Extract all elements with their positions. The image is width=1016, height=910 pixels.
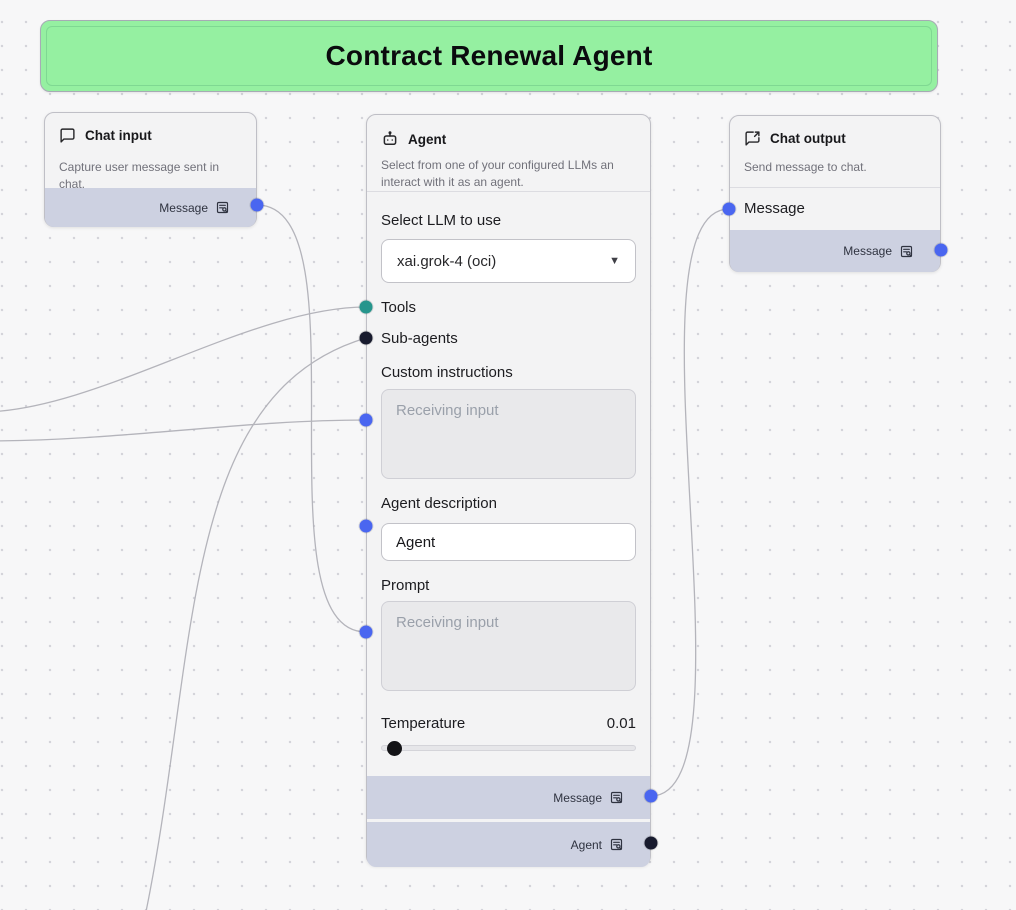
chat-share-icon (744, 130, 761, 147)
llm-select[interactable]: xai.grok-4 (oci) ▼ (381, 239, 636, 283)
edge-agent-message-to-chat-output[interactable] (650, 208, 730, 797)
custom-instructions-textarea: Receiving input (381, 389, 636, 479)
inspect-message-icon[interactable] (609, 790, 624, 805)
agent-tools-in-handle[interactable] (359, 300, 373, 314)
chat-output-node[interactable]: Chat output Send message to chat. Messag… (729, 115, 941, 272)
tools-label: Tools (381, 299, 417, 316)
agent-custom-instructions-in-handle[interactable] (359, 413, 373, 427)
chat-output-message-out-handle[interactable] (934, 243, 948, 257)
temperature-slider-track (381, 745, 636, 751)
agent-subagents-in-handle[interactable] (359, 331, 373, 345)
prompt-textarea: Receiving input (381, 601, 636, 691)
llm-select-value: xai.grok-4 (oci) (397, 252, 497, 270)
agent-header-divider (367, 191, 650, 192)
chat-input-message-out-handle[interactable] (250, 198, 264, 212)
agent-header: Agent (381, 130, 446, 148)
chevron-down-icon: ▼ (609, 255, 620, 267)
edge-offscreen-bottom-to-agent-subagents[interactable] (143, 337, 367, 910)
agent-description-in-handle[interactable] (359, 519, 373, 533)
chat-output-title: Chat output (770, 131, 846, 146)
agent-message-output-label: Message (553, 790, 602, 805)
edge-chat-input-to-agent-prompt[interactable] (256, 204, 367, 633)
chat-input-header: Chat input (59, 127, 152, 144)
chat-output-output-row: Message (730, 230, 940, 272)
chat-output-divider (730, 187, 940, 188)
agent-description-label: Agent description (381, 495, 497, 512)
agent-title: Agent (408, 131, 447, 147)
agent-agent-output-label: Agent (570, 837, 602, 852)
chat-bubble-icon (59, 127, 76, 144)
temperature-value: 0.01 (606, 715, 636, 732)
prompt-placeholder: Receiving input (396, 614, 499, 631)
chat-output-input-label: Message (744, 200, 805, 217)
title-banner-node[interactable]: Contract Renewal Agent (40, 20, 938, 92)
agent-description-input[interactable]: Agent (381, 523, 636, 561)
chat-output-description: Send message to chat. (744, 160, 867, 174)
title-banner-inner: Contract Renewal Agent (46, 26, 932, 86)
agent-node[interactable]: Agent Select from one of your configured… (366, 114, 651, 867)
agent-message-out-handle[interactable] (644, 789, 658, 803)
inspect-message-icon[interactable] (215, 200, 230, 215)
edge-offscreen-left-to-agent-tools[interactable] (0, 306, 367, 412)
custom-instructions-label: Custom instructions (381, 364, 513, 381)
agent-agent-out-handle[interactable] (644, 836, 658, 850)
chat-input-title: Chat input (85, 128, 152, 143)
chat-input-output-row: Message (45, 188, 256, 227)
chat-output-input-row: Message (744, 187, 805, 230)
prompt-label: Prompt (381, 577, 430, 594)
agent-description-text: Select from one of your configured LLMs … (381, 158, 614, 190)
edge-offscreen-left-to-agent-custom-instructions[interactable] (0, 419, 367, 442)
temperature-slider[interactable] (381, 741, 636, 756)
temperature-label: Temperature (381, 715, 466, 732)
flow-title: Contract Renewal Agent (325, 40, 653, 71)
subagents-label: Sub-agents (381, 330, 458, 347)
temperature-slider-thumb[interactable] (387, 741, 402, 756)
custom-instructions-placeholder: Receiving input (396, 402, 499, 419)
agent-agent-output-row: Agent (367, 822, 650, 867)
temperature-row: Temperature 0.01 (381, 715, 636, 732)
llm-select-label: Select LLM to use (381, 212, 502, 229)
agent-message-output-row: Message (367, 776, 650, 819)
chat-output-output-label: Message (843, 244, 892, 258)
agent-prompt-in-handle[interactable] (359, 625, 373, 639)
chat-input-description: Capture user message sent in chat. (59, 160, 220, 192)
inspect-agent-icon[interactable] (609, 837, 624, 852)
chat-output-header: Chat output (744, 130, 846, 147)
chat-output-message-in-handle[interactable] (722, 202, 736, 216)
chat-input-node[interactable]: Chat input Capture user message sent in … (44, 112, 257, 227)
agent-description-value: Agent (396, 533, 436, 551)
inspect-message-icon[interactable] (899, 244, 914, 259)
bot-icon (381, 130, 399, 148)
chat-input-output-label: Message (159, 200, 208, 215)
